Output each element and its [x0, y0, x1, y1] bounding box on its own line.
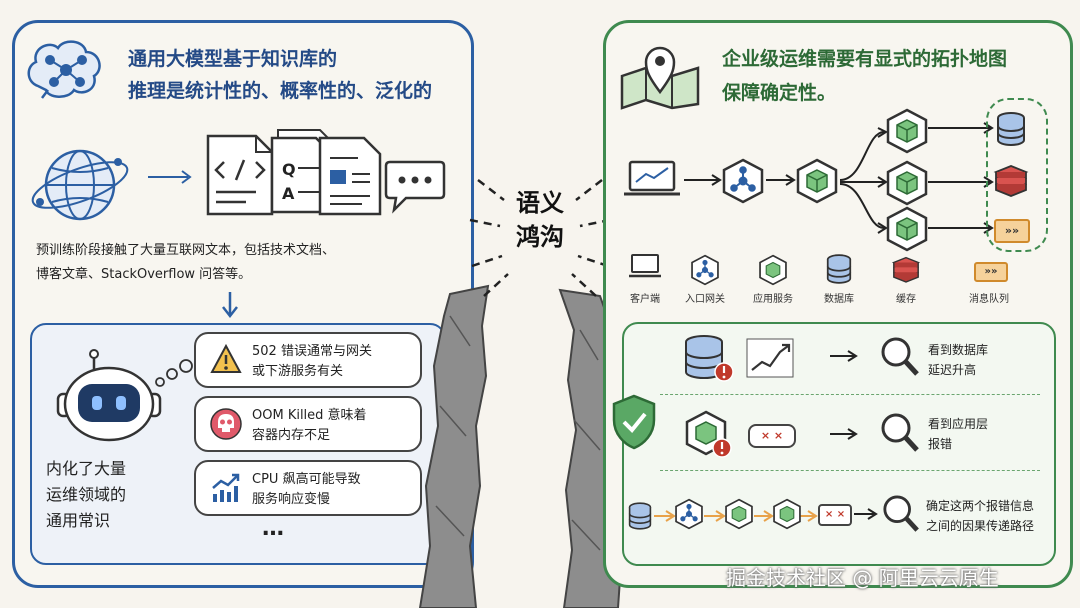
knowledge-bubble-cpu: CPU 飙高可能导致 服务响应变慢 — [194, 460, 422, 516]
cache-icon — [891, 256, 921, 283]
doc-q-label: Q — [282, 160, 296, 179]
storage-group — [986, 98, 1048, 252]
robot-icon — [56, 349, 162, 442]
watermark: 掘金技术社区 @ 阿里云云原生 — [726, 566, 999, 590]
case-divider — [660, 394, 1040, 395]
legend-gateway: 入口网关 — [685, 294, 725, 305]
database-icon — [997, 112, 1025, 146]
laptop-icon — [624, 160, 680, 196]
latency-chart-icon — [746, 338, 794, 378]
ellipsis: … — [262, 516, 284, 541]
map-pin-icon — [620, 46, 700, 110]
gap-title-line1: 语义 — [516, 189, 564, 217]
magnifier-icon — [881, 413, 919, 452]
thought-dots-icon — [155, 359, 193, 387]
laptop-icon — [629, 254, 661, 278]
arrow-right-icon — [830, 428, 858, 440]
knowledge-bubble-502: 502 错误通常与网关 或下游服务有关 — [194, 332, 422, 388]
case-1-line2: 延迟升高 — [928, 363, 977, 377]
gateway-icon — [691, 254, 719, 286]
gap-title-line2: 鸿沟 — [516, 223, 564, 251]
app-service-icon — [886, 206, 928, 252]
app-service-icon — [725, 498, 753, 530]
cache-icon — [993, 165, 1029, 197]
bubble-oom-line2: 容器内存不足 — [252, 428, 331, 443]
knowledge-bubble-oom: OOM Killed 意味着 容器内存不足 — [194, 396, 422, 452]
case-2-line1: 看到应用层 — [928, 417, 989, 431]
bubble-502-line2: 或下游服务有关 — [252, 364, 344, 379]
arrow-down-icon — [222, 292, 238, 319]
semantic-gap-title: 语义 鸿沟 — [508, 186, 572, 254]
bubble-502-line1: 502 错误通常与网关 — [252, 344, 372, 359]
magnifier-icon — [883, 495, 919, 532]
app-service-icon — [796, 158, 838, 204]
left-title-line1: 通用大模型基于知识库的 — [128, 48, 338, 70]
legend-cache: 缓存 — [896, 294, 916, 305]
pretrain-text-line1: 预训练阶段接触了大量互联网文本，包括技术文档、 — [36, 243, 336, 258]
error-message-icon: × × — [818, 504, 852, 526]
legend-database: 数据库 — [824, 294, 854, 305]
cliff-left — [418, 284, 490, 608]
database-icon — [628, 502, 652, 530]
legend-app-service: 应用服务 — [753, 294, 793, 305]
app-service-icon — [759, 254, 787, 286]
message-queue-icon: »» — [974, 262, 1008, 282]
app-service-alert-icon — [685, 410, 732, 458]
case-3-line1: 确定这两个报错信息 — [926, 499, 1035, 513]
arrow-right-icon — [854, 508, 878, 520]
brain-network-icon — [27, 40, 101, 99]
case-divider — [660, 470, 1040, 471]
trend-up-icon — [212, 473, 240, 502]
gateway-icon — [722, 158, 764, 204]
error-message-icon: × × — [748, 424, 796, 448]
globe-icon — [31, 149, 129, 221]
bubble-cpu-line2: 服务响应变慢 — [252, 492, 331, 507]
chat-bubble-icon — [384, 160, 446, 214]
knowledge-text-line1: 内化了大量 — [46, 459, 127, 478]
bubble-cpu-line1: CPU 飙高可能导致 — [252, 472, 361, 487]
skull-icon — [210, 408, 242, 440]
left-title-line2: 推理是统计性的、概率性的、泛化的 — [128, 80, 433, 102]
magnifier-icon — [881, 337, 919, 376]
causal-chain-arrows — [654, 510, 818, 522]
article-document-icon — [318, 136, 382, 216]
arrow-right-icon — [830, 350, 858, 362]
case-3-line2: 之间的因果传递路径 — [926, 519, 1035, 533]
knowledge-text-line3: 通用常识 — [46, 511, 111, 530]
app-service-icon — [773, 498, 801, 530]
app-service-icon — [886, 108, 928, 154]
knowledge-text-line2: 运维领域的 — [46, 485, 127, 504]
warning-icon — [210, 343, 242, 373]
right-title-line2: 保障确定性。 — [722, 82, 837, 104]
case-1-line1: 看到数据库 — [928, 343, 989, 357]
right-title-line1: 企业级运维需要有显式的拓扑地图 — [722, 48, 1008, 70]
pretrain-text-line2: 博客文章、StackOverflow 问答等。 — [36, 267, 252, 282]
app-service-icon — [886, 160, 928, 206]
doc-a-label: A — [282, 184, 295, 203]
case-2-line2: 报错 — [928, 437, 953, 451]
gateway-icon — [675, 498, 703, 530]
topology-arrows — [684, 122, 994, 234]
legend-message-queue: 消息队列 — [969, 294, 1009, 305]
shield-check-icon — [612, 394, 656, 450]
code-document-icon — [206, 134, 274, 216]
arrow-right-icon — [148, 170, 192, 184]
message-queue-icon: »» — [994, 219, 1030, 243]
database-icon — [826, 254, 852, 284]
bubble-oom-line1: OOM Killed 意味着 — [252, 408, 367, 423]
database-alert-icon — [685, 335, 734, 382]
legend-client: 客户端 — [630, 294, 660, 305]
